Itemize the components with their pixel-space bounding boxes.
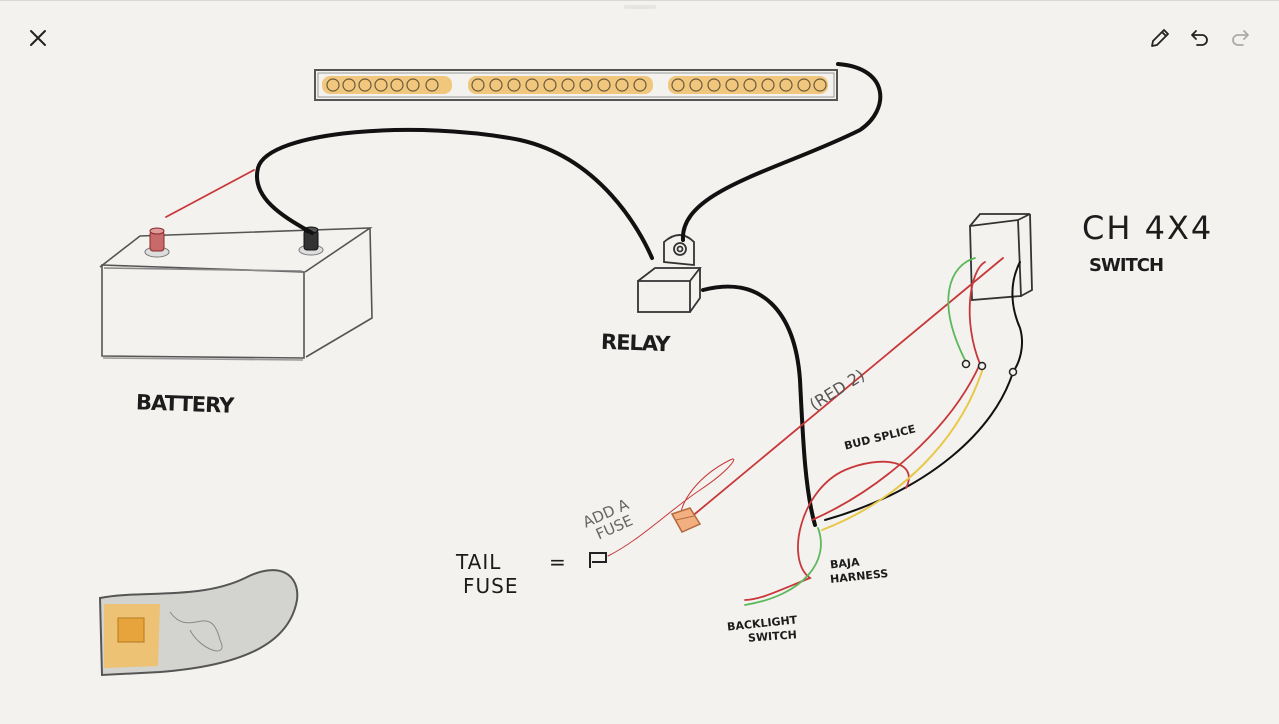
black-wires (254, 62, 1023, 527)
battery-positive-terminal (144, 227, 170, 258)
light-bar (314, 69, 838, 101)
splice-points (961, 359, 1018, 377)
relay-label: RELAY (600, 329, 670, 357)
grab-handle[interactable] (624, 5, 656, 9)
switch-label-line2: SWITCH (1089, 255, 1164, 276)
red-wires (165, 169, 1004, 601)
yellow-wire (821, 367, 984, 531)
battery (99, 227, 373, 361)
close-button[interactable] (26, 26, 50, 50)
close-icon (26, 26, 50, 50)
tail-fuse-symbol (589, 552, 607, 568)
pencil-icon (1148, 26, 1172, 50)
green-wire (744, 257, 976, 606)
ch4x4-switch (969, 213, 1033, 301)
undo-button[interactable] (1188, 26, 1212, 50)
equals-label: = (549, 550, 566, 574)
inline-fuse (670, 507, 702, 533)
tail-light (98, 569, 299, 677)
fuse-label: FUSE (463, 574, 519, 598)
edit-button[interactable] (1148, 26, 1172, 50)
undo-icon (1188, 26, 1212, 50)
top-divider (0, 0, 1279, 1)
tail-label: TAIL (456, 550, 502, 574)
switch-label-line1: CH 4X4 (1082, 209, 1214, 247)
redo-icon (1228, 26, 1252, 50)
battery-label: BATTERY (135, 390, 234, 418)
redo-button[interactable] (1228, 26, 1252, 50)
